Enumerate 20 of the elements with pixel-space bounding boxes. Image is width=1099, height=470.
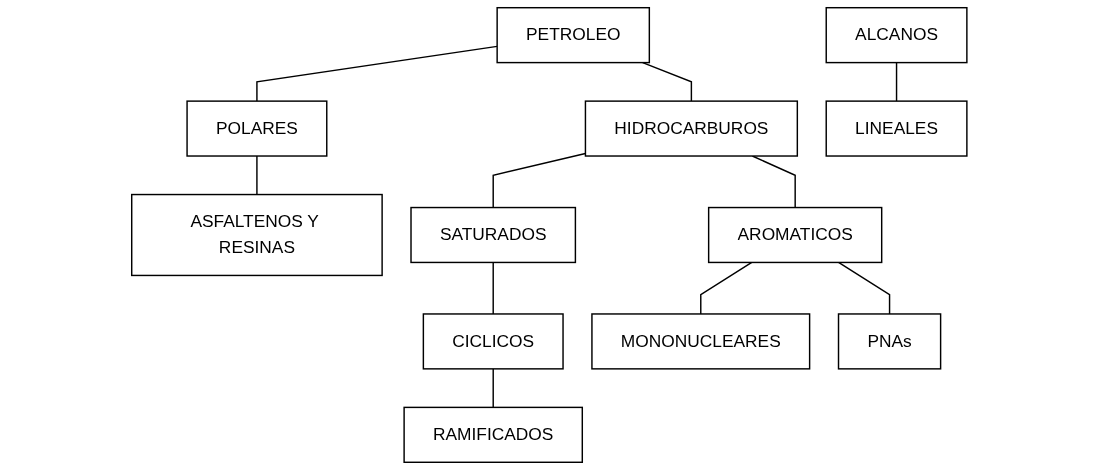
node-box: CICLICOS xyxy=(422,313,564,370)
node-box: SATURADOS xyxy=(410,206,577,264)
connector xyxy=(256,155,258,196)
node-box: POLARES xyxy=(186,100,328,157)
node-box: RAMIFICADOS xyxy=(403,406,584,463)
node-box: PNAs xyxy=(838,313,942,370)
connector xyxy=(492,152,587,209)
connector xyxy=(896,61,898,102)
node-box: ALCANOS xyxy=(825,7,968,64)
connector xyxy=(492,368,495,409)
node-box: PETROLEO xyxy=(496,7,651,64)
node-box: HIDROCARBUROS xyxy=(584,100,799,157)
connector xyxy=(492,261,495,315)
node-box: AROMATICOS xyxy=(708,206,883,264)
node-box: ASFALTENOS Y RESINAS xyxy=(131,193,384,277)
connector xyxy=(838,261,891,315)
node-box: MONONUCLEARES xyxy=(591,313,811,370)
connector xyxy=(700,261,753,315)
connector xyxy=(642,61,693,102)
node-box: LINEALES xyxy=(825,100,968,157)
